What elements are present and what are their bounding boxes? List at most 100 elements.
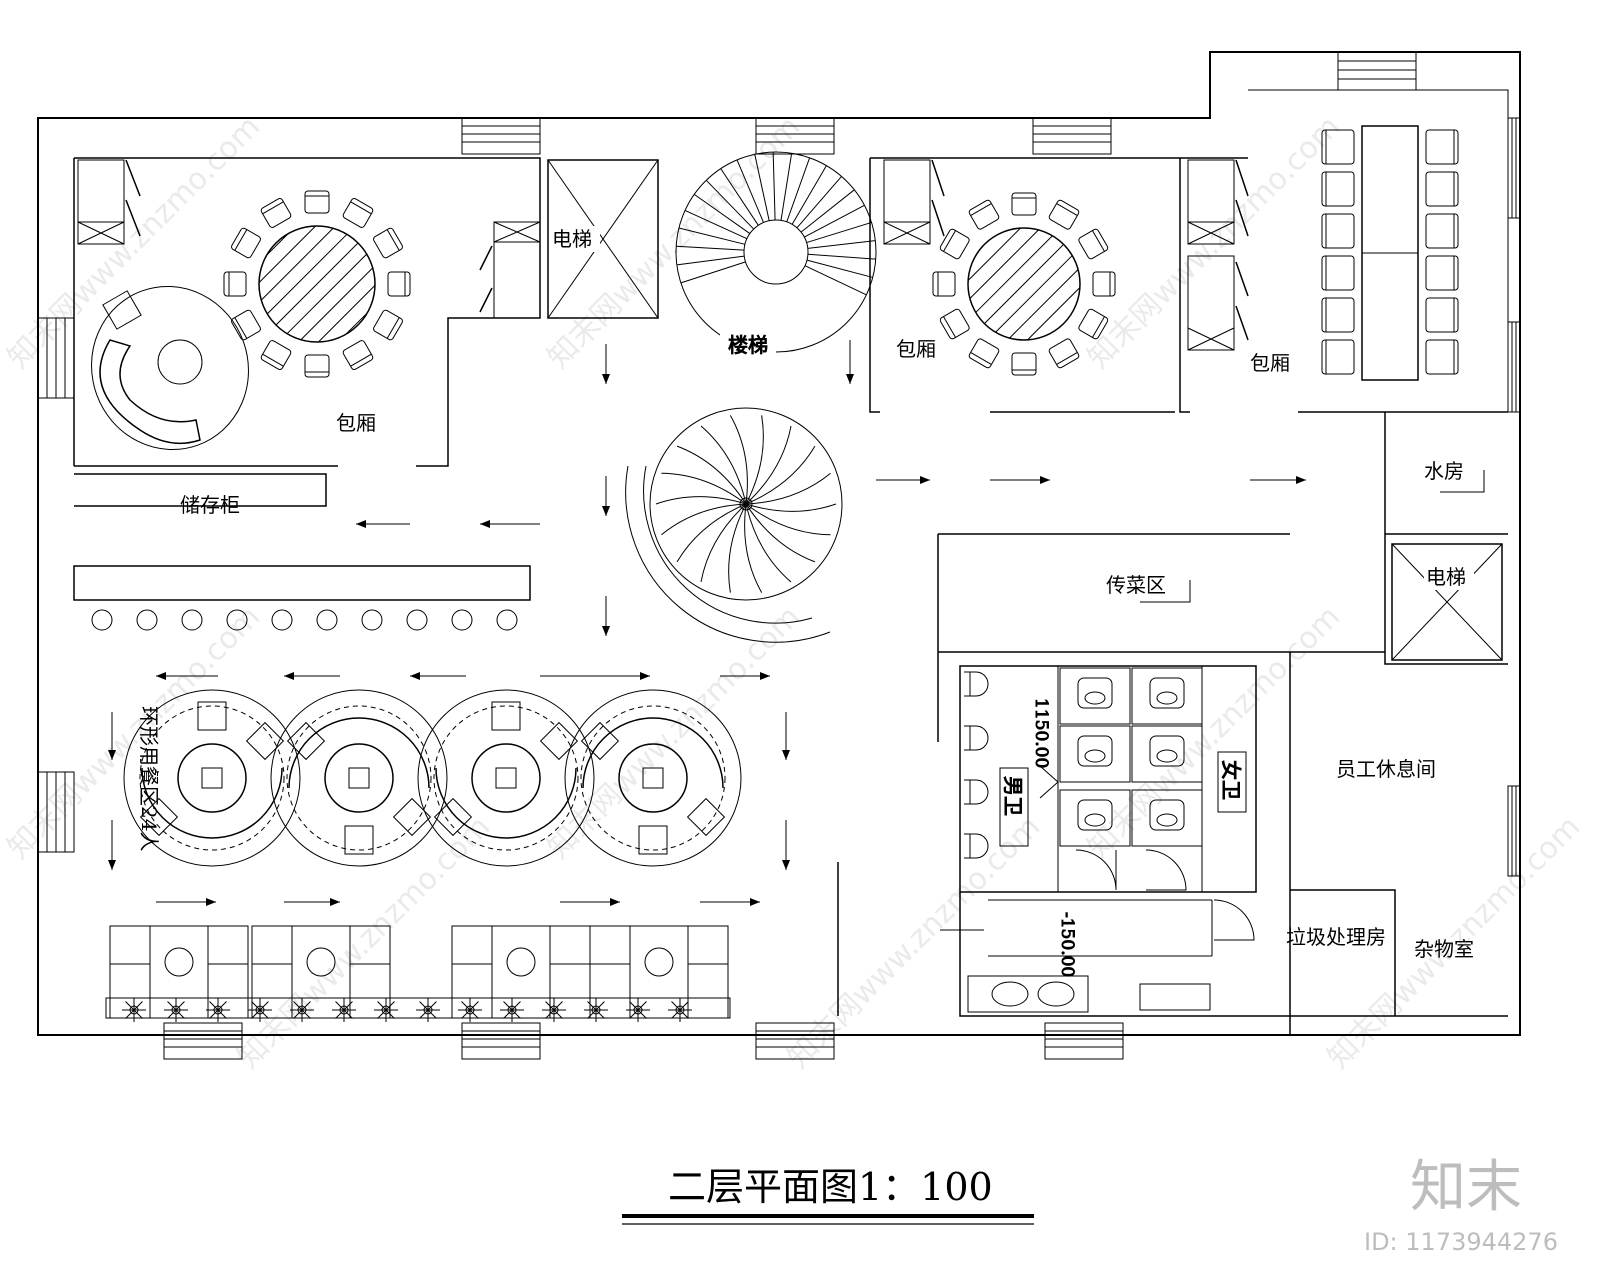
tree-branch xyxy=(745,445,816,505)
exterior-wall xyxy=(37,51,1521,1036)
chair xyxy=(1425,213,1459,249)
chair xyxy=(1048,338,1080,369)
ring-chair xyxy=(197,701,227,731)
tree-branch xyxy=(676,445,747,505)
chair xyxy=(231,309,261,341)
wash-level-dimension: -150.00 xyxy=(1057,912,1077,977)
potted-plant xyxy=(458,998,482,1022)
chair xyxy=(1425,255,1459,291)
toilet-level-dimension: 1150.00 xyxy=(1031,698,1051,768)
watermark-text: 知末网www.znzmo.com xyxy=(1,599,267,865)
ring-chair xyxy=(433,797,473,837)
bar-stool xyxy=(361,609,383,631)
chair xyxy=(1048,199,1080,230)
bar-stool xyxy=(91,609,113,631)
private-room-c: 包厢 xyxy=(1187,125,1459,381)
booth-lamp xyxy=(506,947,536,977)
table-hatch xyxy=(260,227,334,301)
ring-outer xyxy=(270,689,448,867)
stair-tread xyxy=(807,240,876,249)
ring-seat xyxy=(288,717,430,789)
table-top xyxy=(258,225,376,343)
booth-lamp xyxy=(306,947,336,977)
stair-tread xyxy=(693,193,751,234)
private-room-a-label: 包厢 xyxy=(336,411,376,435)
chair xyxy=(342,198,374,228)
flow-arrows xyxy=(108,340,1306,906)
stair-tread xyxy=(705,179,755,230)
ring-chair xyxy=(286,721,326,761)
booth-table xyxy=(149,925,209,999)
table-hatch xyxy=(275,242,359,326)
potted-plant xyxy=(290,998,314,1022)
booth-seat xyxy=(207,925,249,1019)
tree-branch xyxy=(728,503,747,593)
chair xyxy=(1092,271,1116,297)
potted-plant xyxy=(332,998,356,1022)
storage-room-label: 杂物室 xyxy=(1414,937,1474,961)
stair-tread xyxy=(680,261,746,284)
stair-tread xyxy=(772,152,776,221)
ring-chair xyxy=(139,797,179,837)
potted-plant xyxy=(542,998,566,1022)
booth-lamp xyxy=(164,947,194,977)
chair xyxy=(373,309,403,341)
table-hatch xyxy=(266,233,348,315)
brand-watermark: 知末 xyxy=(1410,1155,1522,1220)
table-hatch xyxy=(975,235,1053,313)
planter-strip xyxy=(105,997,731,1019)
chair xyxy=(1321,213,1355,249)
elevator-service: 电梯 xyxy=(1391,543,1503,661)
private-room-a: 包厢 xyxy=(77,159,411,451)
womens-toilet-label: 女卫 xyxy=(1219,760,1243,800)
stair-tread xyxy=(806,259,873,278)
ring-chair xyxy=(580,721,620,761)
ring-outer xyxy=(123,689,301,867)
bar-stool xyxy=(406,609,428,631)
bar-stools xyxy=(91,609,518,631)
interior-walls xyxy=(73,157,1508,1035)
chair xyxy=(1321,297,1355,333)
round-table-a xyxy=(223,190,411,378)
toilet-icon xyxy=(1149,735,1185,767)
chair xyxy=(304,190,330,214)
water-room-label: 水房 xyxy=(1424,459,1464,483)
stair-tread xyxy=(676,245,745,251)
tree-branch xyxy=(655,496,747,505)
chair xyxy=(1078,308,1109,340)
stair-tread xyxy=(754,154,770,221)
tree-planter xyxy=(625,407,843,643)
wardrobe-near-elevator xyxy=(479,221,541,319)
stair-tread xyxy=(736,159,765,223)
ring-center xyxy=(201,767,223,789)
chair xyxy=(1011,352,1037,376)
stair-tread xyxy=(676,255,745,266)
ring-chair xyxy=(539,721,579,761)
tree-branch xyxy=(745,415,764,505)
bar-stool xyxy=(451,609,473,631)
potted-plant xyxy=(626,998,650,1022)
table-hatch xyxy=(984,244,1064,324)
chair xyxy=(939,308,970,340)
serving-area-tag xyxy=(1140,580,1191,603)
stairs-label: 楼梯 xyxy=(728,333,768,357)
potted-plant xyxy=(668,998,692,1022)
private-room-b: 包厢 xyxy=(883,159,1116,376)
ring-chair xyxy=(392,797,432,837)
urinal xyxy=(964,833,989,859)
potted-plant xyxy=(584,998,608,1022)
ring-dashed xyxy=(433,705,579,851)
upper-right-block xyxy=(1248,89,1509,412)
serving-area-label: 传菜区 xyxy=(1106,573,1166,597)
staff-lounge-label: 员工休息间 xyxy=(1336,757,1436,781)
toilet-icon xyxy=(1149,677,1185,709)
elevator-service-label: 电梯 xyxy=(1426,565,1466,589)
stair-tread xyxy=(806,221,872,244)
toilet-icon xyxy=(1149,799,1185,831)
potted-plant xyxy=(374,998,398,1022)
table-hatch xyxy=(318,285,376,343)
round-table-b xyxy=(932,192,1116,376)
windows xyxy=(37,51,1521,1060)
table-hatch xyxy=(345,312,368,335)
stair-tread xyxy=(791,165,827,225)
